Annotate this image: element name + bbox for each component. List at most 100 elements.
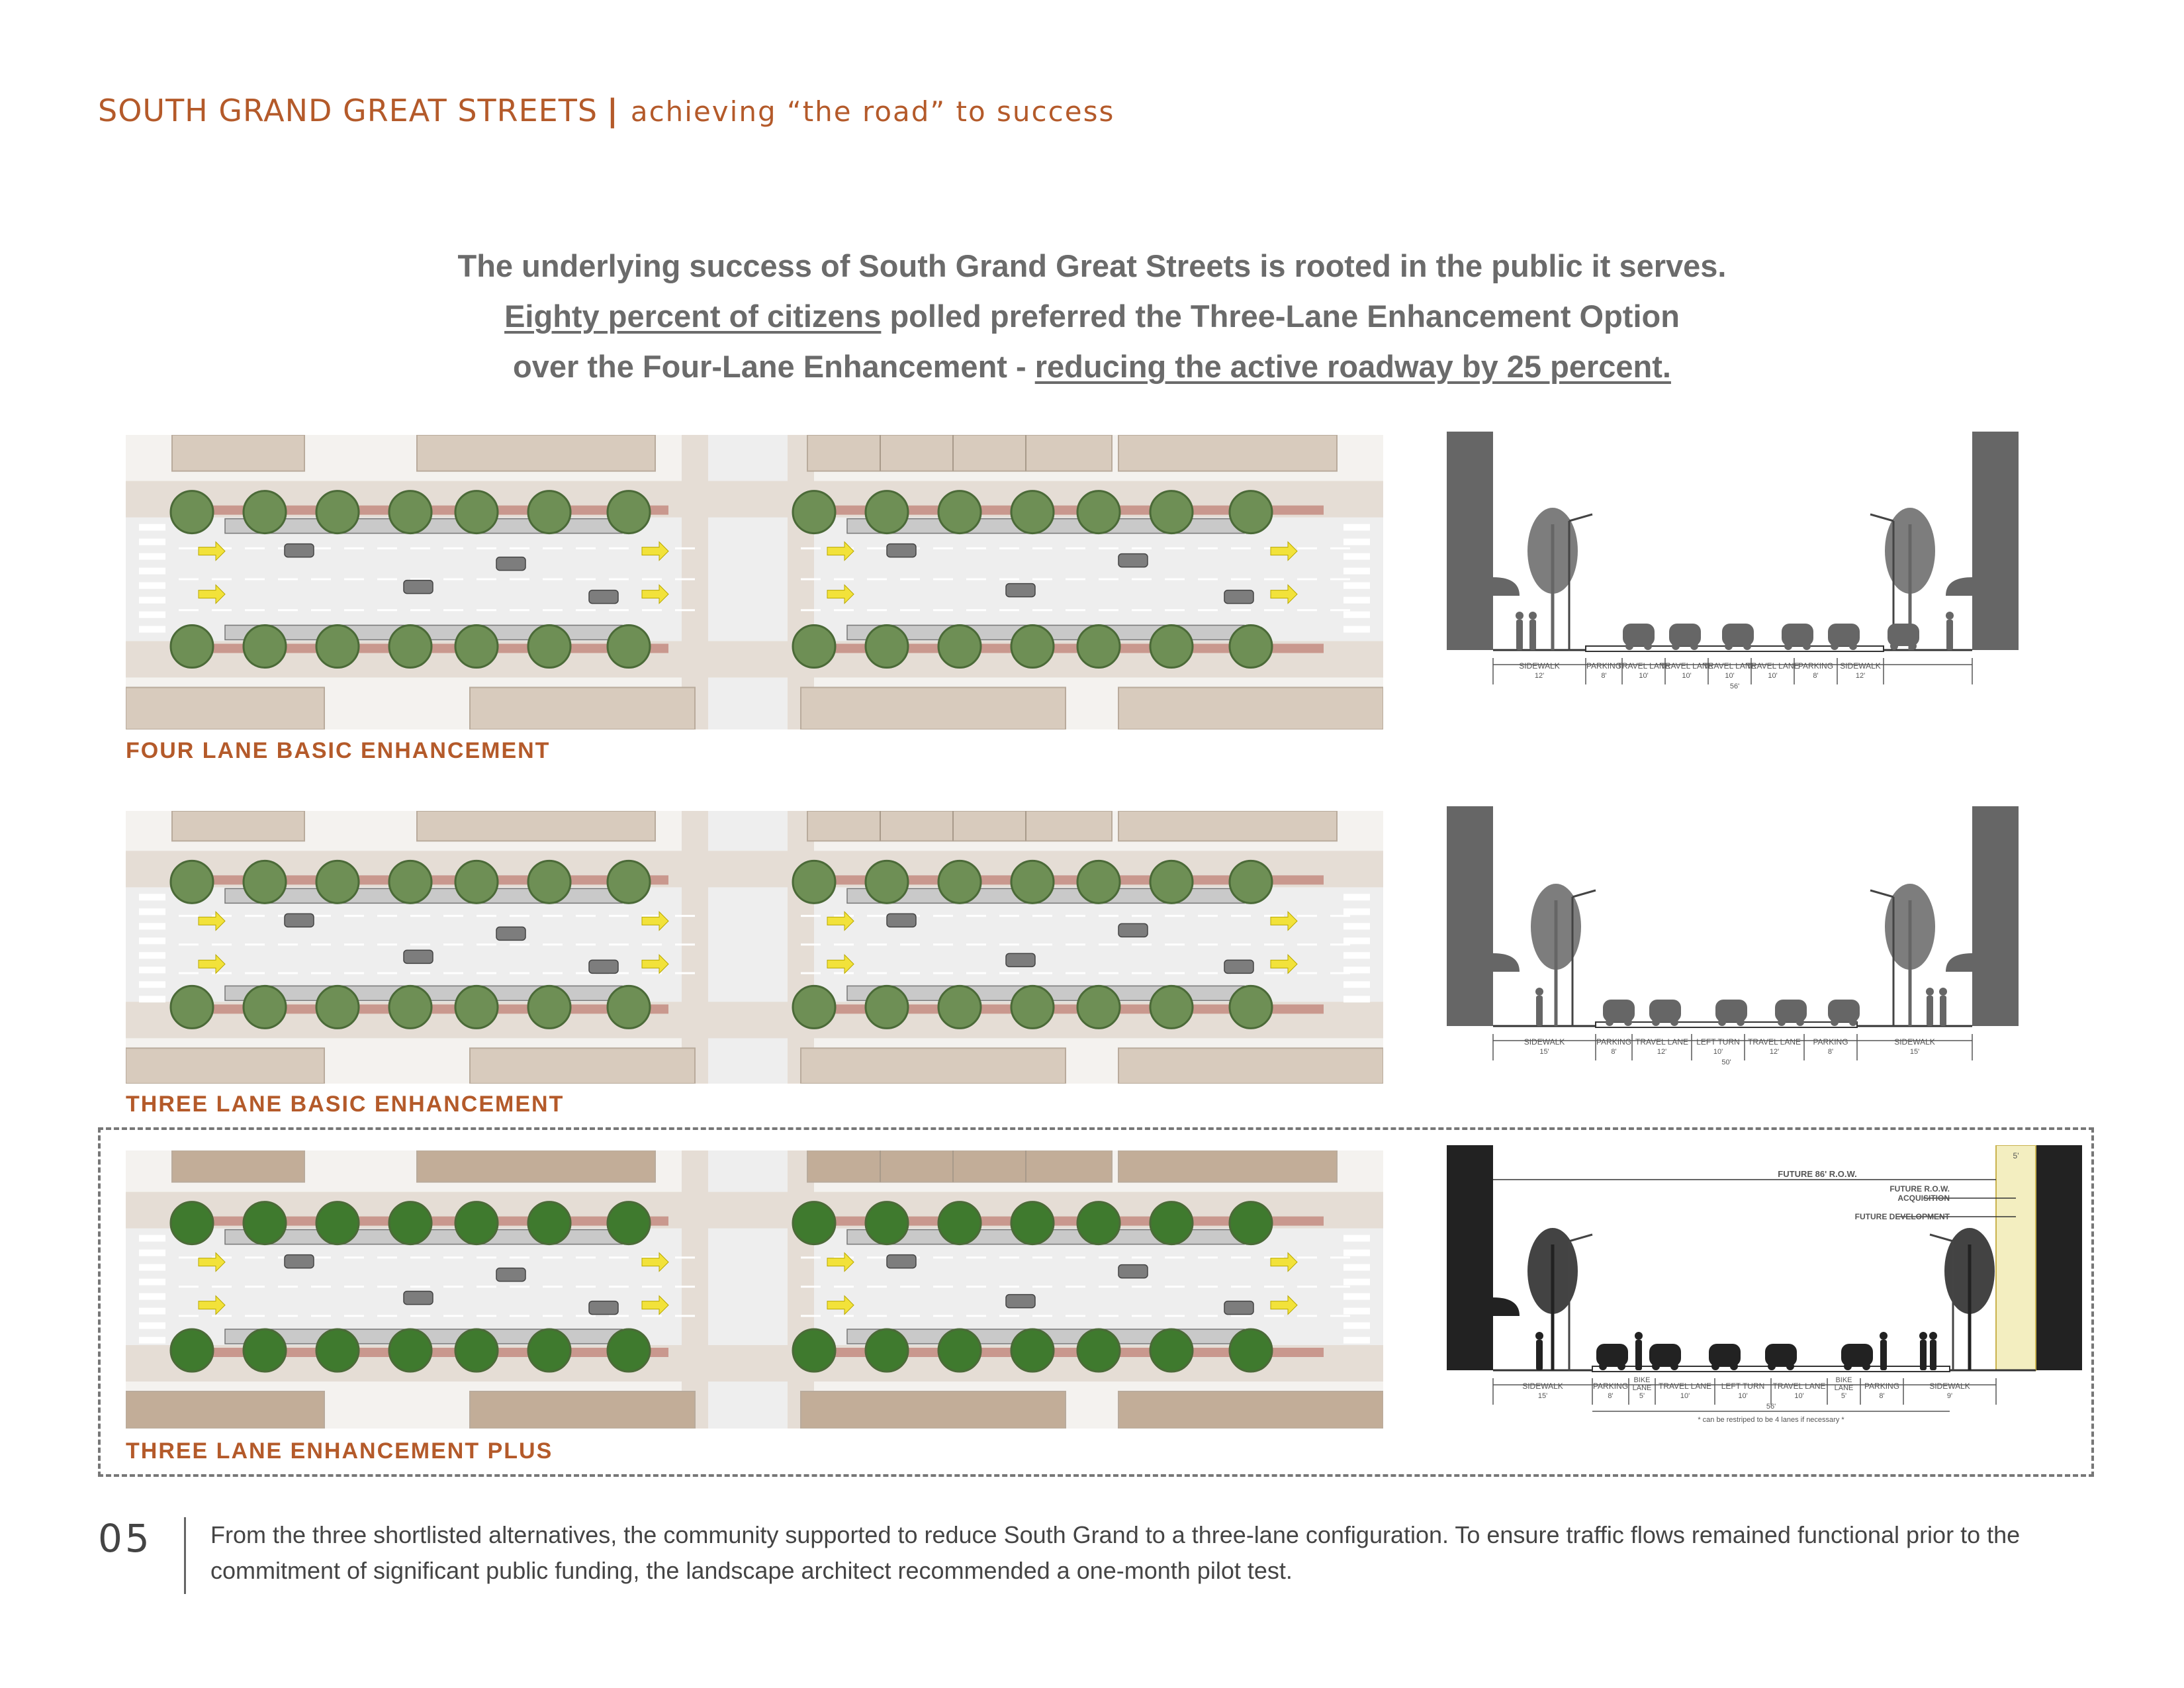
pedestrian-body (1927, 996, 1933, 1026)
car-wheel (1786, 1362, 1794, 1370)
crosswalk-stripe (1343, 596, 1370, 604)
lane-width: 10' (1768, 672, 1777, 680)
street-tree (454, 490, 499, 535)
building-silhouette-left (1447, 432, 1493, 650)
lane-name: PARKING (1798, 661, 1833, 671)
street-tree (242, 859, 287, 904)
pedestrian-body (1529, 620, 1536, 650)
street-tree (1149, 1201, 1194, 1246)
street-tree (169, 859, 214, 904)
car (886, 1254, 917, 1269)
car-wheel (1803, 642, 1811, 650)
lane-arrow (198, 584, 226, 604)
car-wheel (1670, 1362, 1678, 1370)
crosswalk-stripe (139, 1278, 165, 1286)
car (284, 543, 314, 558)
street-tree (1228, 1328, 1273, 1373)
car (1224, 589, 1254, 604)
building-south (469, 1047, 696, 1084)
street-tree (1010, 859, 1055, 904)
lane-name: PARKING (1593, 1382, 1628, 1391)
lane-name: PARKING (1596, 1037, 1631, 1047)
car-wheel (1768, 1362, 1776, 1370)
street-tree (1076, 859, 1121, 904)
crosswalk-stripe (139, 996, 165, 1003)
pedestrian-head (1939, 988, 1947, 996)
building-south (800, 1391, 1066, 1429)
car-silhouette (1782, 624, 1813, 646)
restripe-note: * can be restriped to be 4 lanes if nece… (1698, 1416, 1844, 1424)
car-wheel (1909, 642, 1917, 650)
callout-dimension: 5' (2013, 1151, 2019, 1160)
car-silhouette (1888, 624, 1919, 646)
car (1005, 1293, 1036, 1309)
street-tree (527, 624, 572, 669)
building-south (126, 686, 325, 729)
lane-name: SIDEWALK (1929, 1382, 1970, 1391)
car-wheel (1625, 642, 1633, 650)
car (588, 589, 619, 604)
pedestrian-head (1929, 1332, 1937, 1340)
street-tree (937, 1201, 982, 1246)
lane-width: 10' (1713, 1048, 1723, 1056)
car-silhouette (1596, 1344, 1628, 1366)
building-north (416, 1150, 656, 1183)
car-wheel (1862, 1362, 1870, 1370)
car (284, 1254, 314, 1269)
street-tree (1076, 984, 1121, 1029)
cross-sidewalk-east (788, 435, 814, 729)
lane-name: SIDEWALK (1840, 661, 1881, 671)
street-tree (169, 1201, 214, 1246)
lane-name: TRAVEL LANE (1617, 661, 1670, 671)
crosswalk-stripe (139, 1336, 165, 1344)
car-wheel (1718, 1018, 1726, 1026)
pedestrian-head (1535, 1332, 1543, 1340)
street-tree (792, 1328, 837, 1373)
crosswalk-stripe (1343, 582, 1370, 589)
building-south (1118, 1391, 1383, 1429)
crosswalk-stripe (1343, 966, 1370, 974)
car (496, 1267, 526, 1282)
car-silhouette (1649, 1344, 1681, 1366)
total-width: 50' (1721, 1058, 1731, 1064)
lane-width: 10' (1680, 1392, 1690, 1400)
street-tree (315, 1328, 360, 1373)
street-tree (1228, 624, 1273, 669)
callout-future-row: FUTURE 86' R.O.W. (1778, 1169, 1856, 1179)
option-label-four-lane: FOUR LANE BASIC ENHANCEMENT (126, 738, 551, 763)
crosswalk-stripe (139, 553, 165, 560)
street-tree (454, 859, 499, 904)
crosswalk-stripe (1343, 952, 1370, 959)
car (284, 913, 314, 928)
lane-width: 15' (1539, 1048, 1549, 1056)
car (588, 1300, 619, 1315)
lane-arrow (641, 1295, 669, 1315)
car-wheel (1606, 1018, 1614, 1026)
street-tree (1010, 1328, 1055, 1373)
pedestrian-head (1535, 988, 1543, 996)
crosswalk-stripe (1343, 894, 1370, 901)
crosswalk-stripe (139, 567, 165, 575)
car-wheel (1652, 1018, 1660, 1026)
crosswalk-stripe (1343, 611, 1370, 618)
building-north (1118, 811, 1338, 842)
cross-sidewalk-east (788, 811, 814, 1084)
tree-canopy (1527, 1228, 1578, 1314)
lane-arrow (198, 1252, 226, 1272)
street-tree (864, 859, 909, 904)
cross-sidewalk-west (682, 1150, 708, 1429)
lane-width: 9' (1947, 1392, 1952, 1400)
lane-arrow (641, 1252, 669, 1272)
lane-arrow (827, 1252, 854, 1272)
street-lamp-arm (1572, 889, 1596, 898)
building-north (171, 811, 305, 842)
option-label-three-lane-plus: THREE LANE ENHANCEMENT PLUS (126, 1438, 553, 1464)
car-silhouette (1649, 1000, 1681, 1022)
car (403, 579, 433, 594)
cross-street (708, 435, 788, 729)
cross-sidewalk-west (682, 435, 708, 729)
lane-name: TRAVEL LANE (1746, 661, 1799, 671)
